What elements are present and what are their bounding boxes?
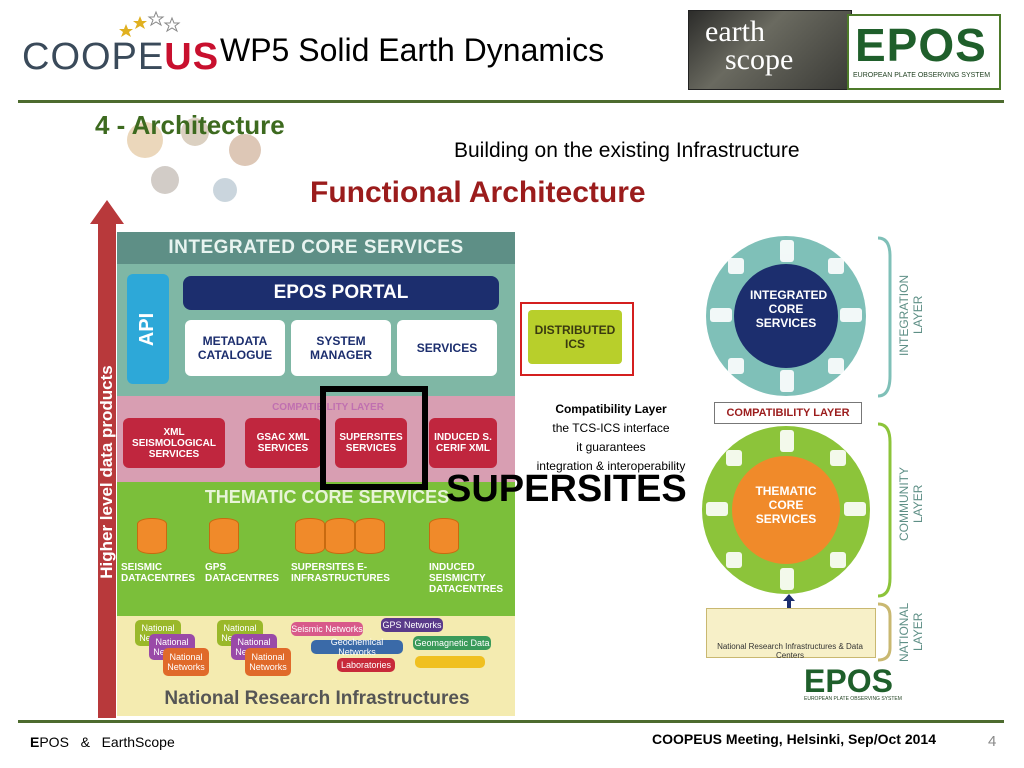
stars-icon [119,10,181,37]
api-label: API [136,312,159,346]
induced-db-icon [429,518,459,554]
supersites-services-box: SUPERSITES SERVICES [335,418,407,468]
induced-cerif-xml-box: INDUCED S. CERIF XML [429,418,497,468]
coopeus-logo-us: US [164,36,220,78]
induced-seismicity-label: INDUCED SEISMICITY DATACENTRES [429,562,504,595]
coopeus-logo: COOPEUS [22,36,219,79]
footer-divider [18,720,1004,723]
header-divider [18,100,1004,103]
supersites-einfrastructures-label: SUPERSITES E-INFRASTRUCTURES [291,562,390,584]
thematic-core-services-label: THEMATIC CORE SERVICES [204,486,450,507]
yellow-network-box [415,656,485,668]
distributed-ics-box: DISTRIBUTED ICS [528,310,622,364]
footer-left: EPOS & EarthScope [30,734,175,750]
gsac-xml-services-box: GSAC XML SERVICES [245,418,321,468]
arrow-label: Higher level data products [97,365,116,579]
supersites-highlight-square [320,386,428,490]
epos-logo-bottom-text: EPOS [804,663,893,699]
geochemical-networks-box: Geochemical Networks [311,637,403,657]
epos-logo: EPOS EUROPEAN PLATE OBSERVING SYSTEM [847,14,1001,90]
services-box: SERVICES [397,320,497,376]
coopeus-logo-coope: COOPE [22,36,165,78]
layer-circles-diagram [702,236,870,594]
functional-architecture-title: Functional Architecture [310,176,646,209]
page-number: 4 [988,733,997,750]
geomagnetic-data-box: Geomagnetic Data [413,636,491,650]
layer-brackets [877,236,892,662]
laboratories-box: Laboratories [337,658,395,672]
higher-level-arrow [90,200,124,718]
slide-title: WP5 Solid Earth Dynamics [220,32,605,68]
distributed-ics-highlight [520,302,634,376]
gps-networks-box: GPS Networks [381,618,443,632]
compatibility-layer-label: COMPATIBILITY LAYER [272,401,384,413]
earthscope-logo-line2: scope [725,43,794,76]
right-nri-box [706,608,876,658]
earthscope-logo: earth scope [688,10,852,90]
supersites-db-icon [295,518,325,554]
gps-db-icon [209,518,239,554]
up-arrow-icon [783,594,795,610]
compat-line2: the TCS-ICS interface [552,421,670,435]
epos-logo-bottom: EPOS EUROPEAN PLATE OBSERVING SYSTEM [798,664,908,706]
ics-header: INTEGRATED CORE SERVICES [117,232,515,264]
footer-left-rest: POS & EarthScope [39,734,175,750]
community-layer-label: COMMUNITY LAYER [897,467,925,541]
compatibility-text-block: Compatibility Layer the TCS-ICS interfac… [506,400,716,476]
epos-logo-text: EPOS [855,19,987,71]
right-ics-label: INTEGRATED CORE SERVICES [750,288,828,330]
supersites-db-icon [325,518,355,554]
supersites-db-icon [355,518,385,554]
compat-line1: Compatibility Layer [555,402,667,416]
epos-logo-tagline: EUROPEAN PLATE OBSERVING SYSTEM [853,72,991,79]
compat-line3: it guarantees [576,440,646,454]
supersites-label: SUPERSITES [446,468,687,510]
api-box: API [127,274,169,384]
xml-seismological-services-box: XML SEISMOLOGICAL SERVICES [123,418,225,468]
compat-line4: integration & interoperability [536,459,686,473]
integration-layer-label: INTEGRATION LAYER [897,274,925,356]
national-networks-box: National Networks [245,648,291,676]
seismic-db-icon [137,518,167,554]
seismic-networks-box: Seismic Networks [291,622,363,636]
earthscope-logo-line1: earth [705,15,765,48]
footer-left-first: E [30,734,40,750]
national-research-infrastructures-label: National Research Infrastructures [164,688,470,709]
epos-portal-box: EPOS PORTAL [183,276,499,310]
epos-logo-bottom-tagline: EUROPEAN PLATE OBSERVING SYSTEM [804,696,902,702]
decorative-thumbnails [127,118,261,202]
right-nri-caption: National Research Infrastructures & Data… [717,642,863,660]
right-compatibility-layer-box: COMPATIBILITY LAYER [714,402,862,424]
section-title: 4 - Architecture [95,110,285,140]
metadata-catalogue-box: METADATA CATALOGUE [185,320,285,376]
section-subtitle: Building on the existing Infrastructure [454,139,800,162]
architecture-diagram: INTEGRATED CORE SERVICES API EPOS PORTAL… [117,232,515,716]
national-layer-label: NATIONAL LAYER [897,602,925,662]
right-tcs-label: THEMATIC CORE SERVICES [755,484,817,526]
footer-meeting: COOPEUS Meeting, Helsinki, Sep/Oct 2014 [652,731,936,747]
seismic-datacentres-label: SEISMIC DATACENTRES [121,562,196,584]
gps-datacentres-label: GPS DATACENTRES [205,562,280,584]
system-manager-box: SYSTEM MANAGER [291,320,391,376]
national-networks-box: National Networks [163,648,209,676]
